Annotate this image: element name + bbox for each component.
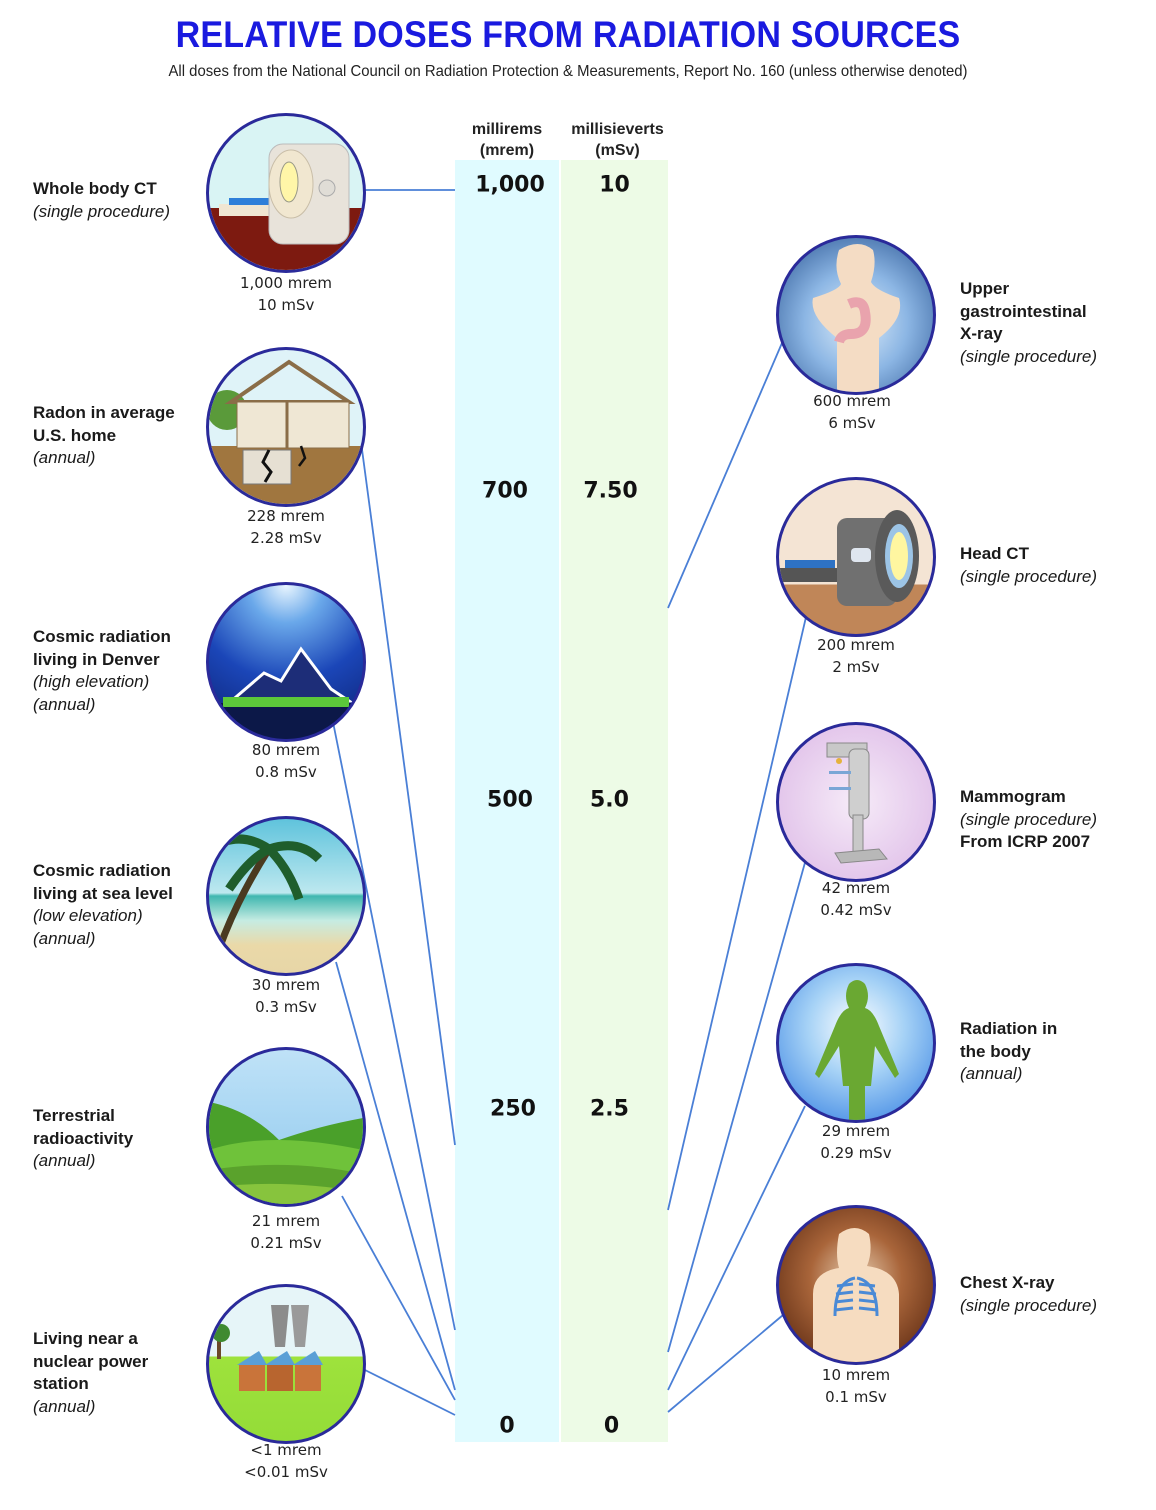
connector-chest-xray [667,1314,784,1413]
dose-body: 29 mrem 0.29 mSv [820,1122,892,1162]
dose-whole-body-ct: 1,000 mrem 10 mSv [240,274,332,314]
label-nuclear-station: Living near a nuclear power station (ann… [33,1329,149,1416]
dose-chest-xray: 10 mrem 0.1 mSv [821,1366,891,1406]
mammogram-icon [776,722,936,882]
label-upper-gi: Upper gastrointestinal X-ray (single pro… [960,279,1098,366]
ct-scanner-icon [206,113,366,273]
msv-scale-column [561,160,668,1442]
label-terrestrial: Terrestrial radioactivity (annual) [33,1106,134,1170]
label-radiation-in-body: Radiation in the body (annual) [960,1019,1058,1083]
tick-mrem-500: 500 [487,787,533,813]
power-station-icon [206,1284,366,1444]
dose-upper-gi: 600 mrem 6 mSv [813,392,891,432]
chest-xray-icon [776,1205,936,1365]
label-mammogram: Mammogram (single procedure) From ICRP 2… [960,787,1098,851]
connector-nuclear [364,1369,456,1416]
label-denver: Cosmic radiation living in Denver (high … [33,627,171,714]
glowing-body-icon [776,963,936,1123]
tick-mrem-250: 250 [490,1096,536,1122]
tick-msv-2.5: 2.5 [590,1096,629,1122]
stomach-xray-icon [776,235,936,395]
mountain-icon [206,582,366,742]
tick-msv-5.0: 5.0 [590,787,629,813]
mrem-column-header: millirems (mrem) [471,121,543,159]
dose-terrestrial: 21 mrem 0.21 mSv [250,1212,322,1252]
tick-msv-7.50: 7.50 [583,478,638,504]
mrem-scale-column [455,160,559,1442]
dose-head-ct: 200 mrem 2 mSv [817,636,895,676]
head-ct-icon [776,477,936,637]
label-head-ct: Head CT (single procedure) [960,544,1098,586]
label-chest-xray: Chest X-ray (single procedure) [960,1273,1098,1315]
dose-mammogram: 42 mrem 0.42 mSv [820,879,892,919]
label-radon: Radon in average U.S. home (annual) [33,403,175,467]
tick-mrem-0: 0 [499,1413,515,1439]
page-subtitle: All doses from the National Council on R… [168,63,968,80]
label-sea-level: Cosmic radiation living at sea level (lo… [33,861,173,948]
dose-nuclear-station: <1 mrem <0.01 mSv [244,1441,328,1481]
tick-msv-10: 10 [599,172,630,198]
tick-mrem-700: 700 [482,478,528,504]
house-icon [206,347,366,507]
label-whole-body-ct: Whole body CT (single procedure) [33,179,171,221]
connector-radon [360,441,456,1146]
tick-msv-0: 0 [603,1413,620,1439]
tick-mrem-1000: 1,000 [475,172,545,198]
msv-column-header: millisieverts (mSv) [571,121,664,159]
dose-denver: 80 mrem 0.8 mSv [251,741,321,781]
connector-upper-gi [667,342,783,609]
page-title: RELATIVE DOSES FROM RADIATION SOURCES [175,14,961,55]
beach-icon [206,816,366,976]
hills-icon [206,1047,366,1207]
dose-radon: 228 mrem 2.28 mSv [247,507,325,547]
dose-sea-level: 30 mrem 0.3 mSv [251,976,321,1016]
